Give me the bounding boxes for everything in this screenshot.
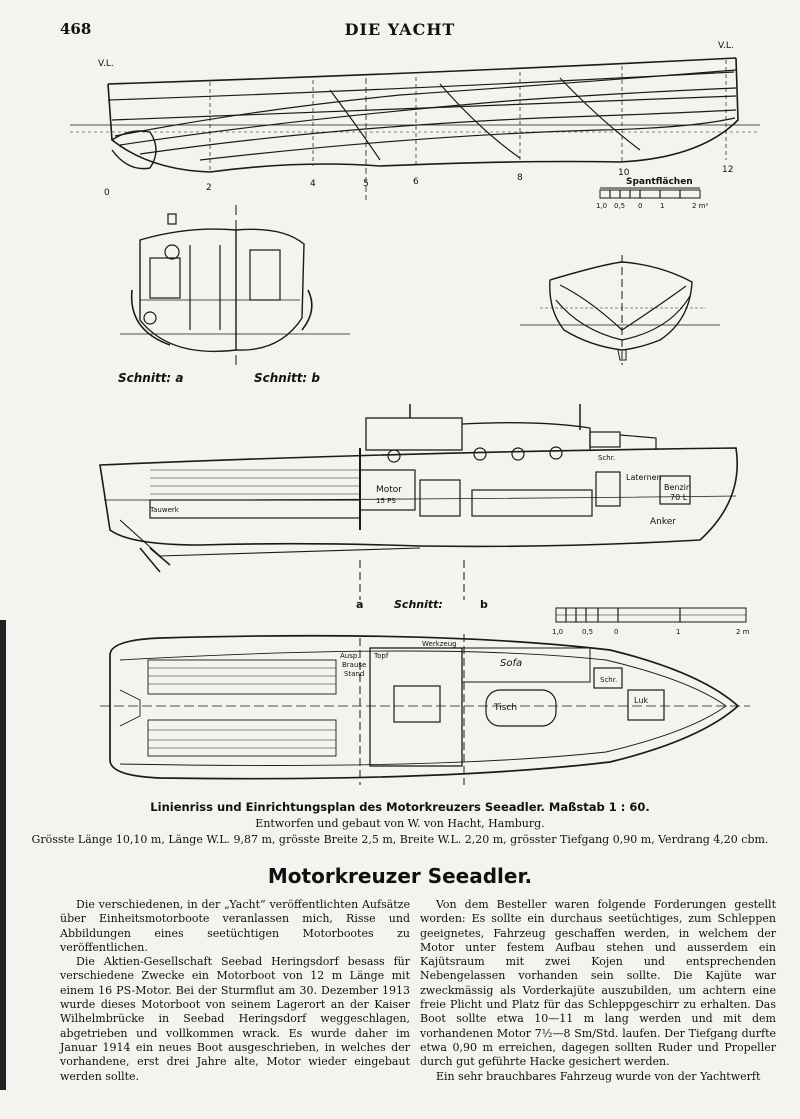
running-title: DIE YACHT (344, 20, 456, 39)
scale-tick-label: 1 (660, 202, 664, 210)
station-label: 4 (310, 179, 316, 189)
paragraph: Von dem Besteller waren folgende Forderu… (420, 898, 776, 1069)
scale-tick-label: 2 m² (692, 202, 708, 210)
section-marker-b: b (480, 598, 488, 611)
luk-label: Luk (634, 696, 648, 705)
binding-edge (0, 620, 6, 1090)
spantflaechen-scale (599, 187, 701, 199)
section-a-b (120, 205, 350, 365)
motor-power-label: 15 PS (376, 497, 396, 505)
benzin-volume-label: 70 L (670, 493, 688, 502)
station-label: 5 (363, 179, 369, 189)
brause-label: Brause (342, 661, 366, 669)
station-label: 6 (413, 177, 419, 187)
paragraph: Die verschiedenen, in der „Yacht“ veröff… (60, 898, 410, 954)
scale-tick-label: 1,0 (596, 202, 607, 210)
scale-tick-label: 0,5 (614, 202, 625, 210)
section-b-label: Schnitt: b (254, 371, 320, 385)
spantflaechen-label: Spantflächen (626, 177, 693, 187)
body-plan (520, 255, 720, 365)
paragraph: Die Aktien-Gesellschaft Seebad Heringsdo… (60, 955, 410, 1083)
figure-caption-title: Linienriss und Einrichtungsplan des Moto… (150, 800, 650, 814)
longitudinal-section (99, 404, 738, 600)
lines-plan-profile (70, 57, 760, 200)
scale-tick-label: 0 (638, 202, 642, 210)
station-label: 0 (104, 188, 110, 198)
station-label: 2 (206, 183, 212, 193)
werkzeug-label: Werkzeug (422, 640, 457, 648)
sofa-label: Sofa (500, 658, 522, 669)
article-column-left: Die verschiedenen, in der „Yacht“ veröff… (60, 898, 410, 1084)
scale-tick-label: 0,5 (582, 628, 593, 636)
tisch-label: Tisch (493, 703, 517, 713)
schnitt-label: Schnitt: (394, 598, 443, 611)
schrank-label: Schr. (598, 454, 615, 462)
article-title: Motorkreuzer Seeadler. (267, 864, 533, 888)
scale-tick-label: 0 (614, 628, 618, 636)
schrank-deck-label: Schr. (600, 676, 617, 684)
scale-tick-label: 1 (676, 628, 680, 636)
deck-plan (100, 634, 750, 785)
hull-drawings: V.L. V.L. 0 2 4 5 6 8 10 12 Spantflächen… (70, 41, 760, 785)
scale-tick-label: 2 m (736, 628, 750, 636)
station-label: 8 (517, 173, 523, 183)
benzin-label: Benzin (664, 483, 691, 492)
section-marker-a: a (356, 598, 363, 611)
scale-tick-label: 1,0 (552, 628, 563, 636)
auspuff-label: Ausp. (340, 652, 360, 660)
article-column-right: Von dem Besteller waren folgende Forderu… (420, 898, 776, 1084)
section-a-label: Schnitt: a (118, 371, 184, 385)
station-label: 12 (722, 165, 733, 175)
page-number: 468 (60, 20, 92, 38)
profile-vl-right-label: V.L. (718, 41, 734, 51)
stand-label: Stand (344, 670, 364, 678)
tauwerk-label: Tauwerk (149, 506, 180, 514)
topf-label: Topf (373, 652, 389, 660)
figure-caption-designer: Entworfen und gebaut von W. von Hacht, H… (255, 817, 545, 830)
length-scale (555, 607, 747, 623)
figure-caption-dimensions: Grösste Länge 10,10 m, Länge W.L. 9,87 m… (31, 833, 769, 846)
anker-label: Anker (650, 517, 676, 527)
station-label: 10 (618, 168, 630, 178)
laternen-label: Laternen (626, 473, 662, 482)
motor-label: Motor (376, 485, 402, 495)
profile-vl-left-label: V.L. (98, 59, 114, 69)
paragraph: Ein sehr brauchbares Fahrzeug wurde von … (436, 1069, 761, 1083)
